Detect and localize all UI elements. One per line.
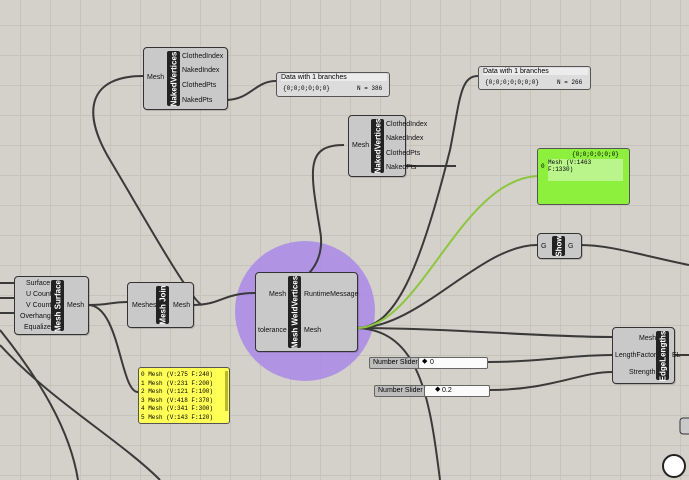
panel-index: 0 (541, 163, 545, 170)
panel-rows: 0 Mesh (V:275 F:240) 1 Mesh (V:231 F:200… (141, 371, 213, 422)
data-panel-2[interactable]: Data with 1 branches {0;0;0;0;0;0;0} N =… (478, 66, 591, 90)
output-mesh[interactable]: Mesh (67, 302, 85, 309)
output-el[interactable]: EL (672, 352, 681, 359)
output-naked-pts[interactable]: NakedPts (182, 97, 213, 104)
naked-vertices-component-mid[interactable]: Mesh NakedVertices ClothedIndex NakedInd… (348, 115, 427, 177)
slider-value: 0.2 (442, 387, 452, 394)
list-item: 2 Mesh (V:121 F:100) (141, 388, 214, 395)
input-mesh[interactable]: Mesh (269, 291, 287, 298)
green-output-panel[interactable]: {0;0;0;0;0;0} 0 Mesh (V:1463 F:1330) (537, 148, 630, 205)
component-name-bar[interactable]: EdgeLengths (656, 330, 669, 381)
component-name: NakedVertices (169, 51, 178, 106)
slider-track[interactable]: ◆ 0.2 (424, 385, 490, 397)
input-equalize[interactable]: Equalize (24, 324, 51, 331)
input-strength[interactable]: Strength (629, 369, 656, 376)
list-item: 5 Mesh (V:143 F:120) (141, 413, 214, 421)
output-g[interactable]: G (568, 243, 574, 250)
output-mesh[interactable]: Mesh (304, 327, 322, 334)
slider-grip-icon[interactable]: ◆ (422, 358, 428, 365)
output-clothed-index[interactable]: ClothedIndex (386, 121, 428, 128)
slider-value: 0 (430, 359, 434, 366)
input-mesh[interactable]: Mesh (639, 335, 657, 342)
mesh-surface-component[interactable]: Surface U Count V Count Overhang Equaliz… (14, 276, 89, 335)
edge-lengths-component[interactable]: Mesh LengthFactor Strength EdgeLengths E… (612, 327, 681, 384)
slider-track[interactable]: ◆ 0 (418, 357, 488, 369)
panel-item: Mesh (V:1463 F:1330) (548, 159, 623, 181)
mesh-weld-vertices-component[interactable]: Mesh tolerance Mesh WeldVertices Runtime… (255, 272, 358, 352)
panel-item-line-1: Mesh (V:1463 (548, 159, 592, 166)
input-g[interactable]: G (541, 243, 547, 250)
component-name: Mesh WeldVertices (290, 275, 299, 349)
panel-title: Data with 1 branches (483, 68, 588, 75)
input-length-factor[interactable]: LengthFactor (615, 352, 657, 359)
component-name: Mesh Join (158, 285, 167, 325)
component-name: Mesh Surface (53, 279, 62, 332)
navigation-circle[interactable] (662, 454, 686, 478)
panel-title: Data with 1 branches (281, 74, 387, 81)
output-mesh[interactable]: Mesh (173, 302, 191, 309)
list-item: 4 Mesh (V:341 F:300) (141, 405, 214, 412)
panel-path: {0;0;0;0;0;0;0} (485, 79, 540, 86)
component-name-bar[interactable]: Mesh WeldVertices (288, 276, 301, 348)
output-clothed-pts[interactable]: ClothedPts (386, 150, 421, 157)
yellow-mesh-list-panel[interactable]: 0 Mesh (V:275 F:240) 1 Mesh (V:231 F:200… (138, 367, 230, 424)
panel-item-line-2: F:1330) (548, 166, 574, 173)
slider-grip-icon[interactable]: ◆ (435, 386, 441, 393)
list-item: 3 Mesh (V:418 F:370) (141, 396, 214, 404)
input-v-count[interactable]: V Count (26, 302, 52, 309)
input-mesh[interactable]: Mesh (352, 142, 370, 149)
component-name: Show (554, 235, 563, 257)
output-clothed-index[interactable]: ClothedIndex (182, 53, 224, 60)
data-panel-1[interactable]: Data with 1 branches {0;0;0;0;0;0} N = 3… (276, 72, 390, 97)
number-slider-1[interactable]: Number Slider ◆ 0 (369, 357, 489, 369)
list-item: 0 Mesh (V:275 F:240) (141, 371, 214, 378)
show-component[interactable]: G Show G (537, 233, 582, 259)
list-item: 1 Mesh (V:231 F:200) (141, 379, 214, 387)
component-name: NakedVertices (373, 118, 382, 174)
component-name-bar[interactable]: Mesh Surface (51, 279, 64, 332)
panel-path: {0;0;0;0;0;0} (572, 151, 619, 158)
input-surface[interactable]: Surface (26, 280, 51, 287)
panel-path: {0;0;0;0;0;0} (283, 85, 330, 92)
mesh-join-component[interactable]: Meshes Mesh Join Mesh (127, 282, 194, 328)
input-tolerance[interactable]: tolerance (258, 327, 287, 334)
component-name-bar[interactable]: Show (552, 235, 565, 257)
panel-scrollbar[interactable] (225, 371, 228, 411)
naked-vertices-component-top[interactable]: Mesh NakedVertices ClothedIndex NakedInd… (143, 47, 228, 110)
output-clothed-pts[interactable]: ClothedPts (182, 82, 217, 89)
output-naked-pts[interactable]: NakedPts (386, 164, 417, 171)
slider-label: Number Slider (374, 385, 427, 397)
input-meshes[interactable]: Meshes (132, 302, 157, 309)
panel-count: N = 386 (357, 85, 383, 92)
offscreen-component[interactable] (679, 417, 689, 435)
number-slider-2[interactable]: Number Slider ◆ 0.2 (374, 385, 492, 397)
component-name: EdgeLengths (658, 330, 667, 381)
output-runtime-message[interactable]: RuntimeMessage (304, 291, 359, 298)
input-mesh[interactable]: Mesh (147, 74, 165, 81)
component-name-bar[interactable]: NakedVertices (167, 51, 180, 106)
input-u-count[interactable]: U Count (26, 291, 52, 298)
output-naked-index[interactable]: NakedIndex (182, 67, 220, 74)
output-naked-index[interactable]: NakedIndex (386, 135, 424, 142)
panel-count: N = 266 (557, 79, 583, 86)
component-name-bar[interactable]: NakedVertices (371, 119, 384, 173)
slider-label: Number Slider (369, 357, 422, 369)
input-overhang[interactable]: Overhang (20, 313, 51, 320)
component-name-bar[interactable]: Mesh Join (156, 285, 169, 325)
